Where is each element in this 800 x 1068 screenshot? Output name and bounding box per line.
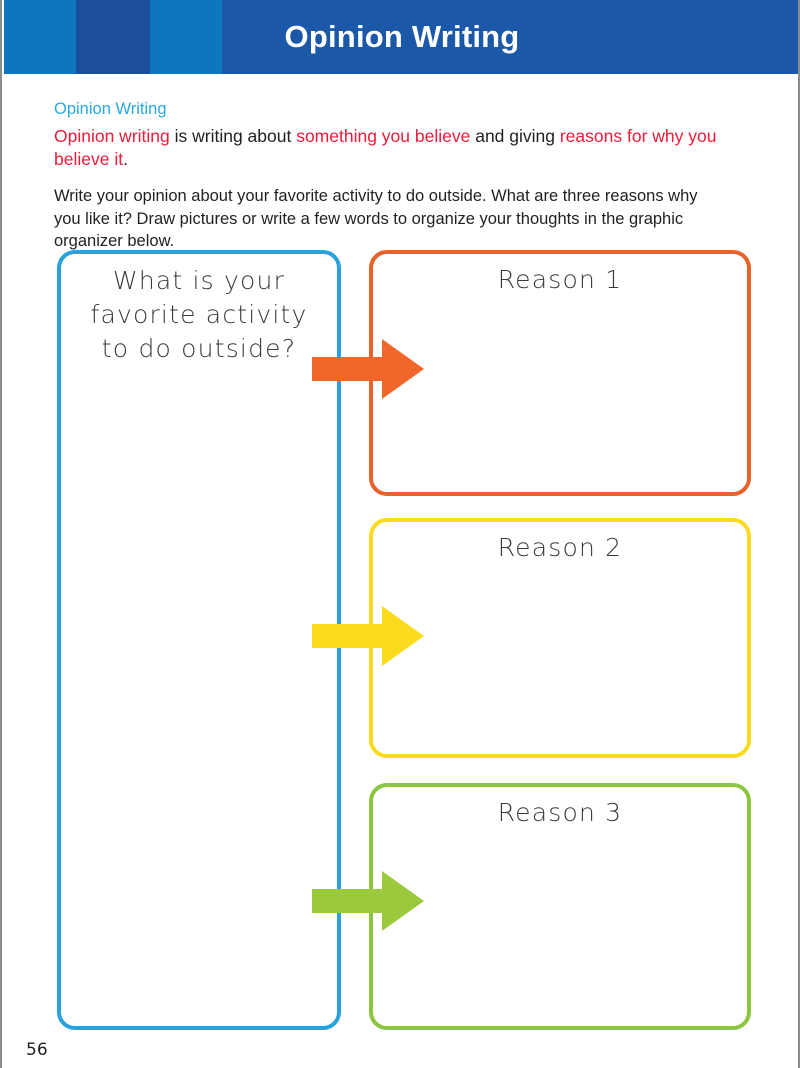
- header-band-1: [4, 0, 76, 74]
- section-heading: Opinion Writing: [54, 100, 167, 118]
- definition-connector-1: is writing about: [169, 126, 297, 146]
- question-label: What is your favorite activity to do out…: [90, 266, 308, 363]
- reason-box-2[interactable]: Reason 2: [369, 518, 751, 758]
- reason-label-3: Reason 3: [497, 798, 623, 827]
- arrow-right-icon-1: [312, 339, 424, 399]
- definition-phrase-2: reasons for why you believe it: [54, 126, 717, 169]
- arrow-right-icon-3: [312, 871, 424, 931]
- page-title: Opinion Writing: [284, 19, 520, 54]
- definition-period: .: [123, 149, 128, 169]
- page-header: Opinion Writing: [4, 0, 798, 74]
- definition-text: Opinion writing is writing about somethi…: [54, 125, 754, 171]
- reason-label-1: Reason 1: [497, 265, 623, 294]
- definition-phrase-1: something you believe: [296, 126, 471, 146]
- definition-term: Opinion writing: [54, 126, 170, 146]
- reason-box-3[interactable]: Reason 3: [369, 783, 751, 1030]
- intro-block: Opinion Writing Opinion writing is writi…: [54, 98, 754, 253]
- arrow-right-icon-2: [312, 606, 424, 666]
- header-band-2: [76, 0, 150, 74]
- header-band-4: [222, 0, 798, 74]
- page-number: 56: [26, 1040, 48, 1060]
- reason-label-2: Reason 2: [497, 533, 623, 562]
- reason-box-1[interactable]: Reason 1: [369, 250, 751, 496]
- question-box[interactable]: What is your favorite activity to do out…: [57, 250, 341, 1030]
- definition-connector-2: and giving: [470, 126, 560, 146]
- instructions-text: Write your opinion about your favorite a…: [54, 187, 698, 250]
- header-band-3: [150, 0, 222, 74]
